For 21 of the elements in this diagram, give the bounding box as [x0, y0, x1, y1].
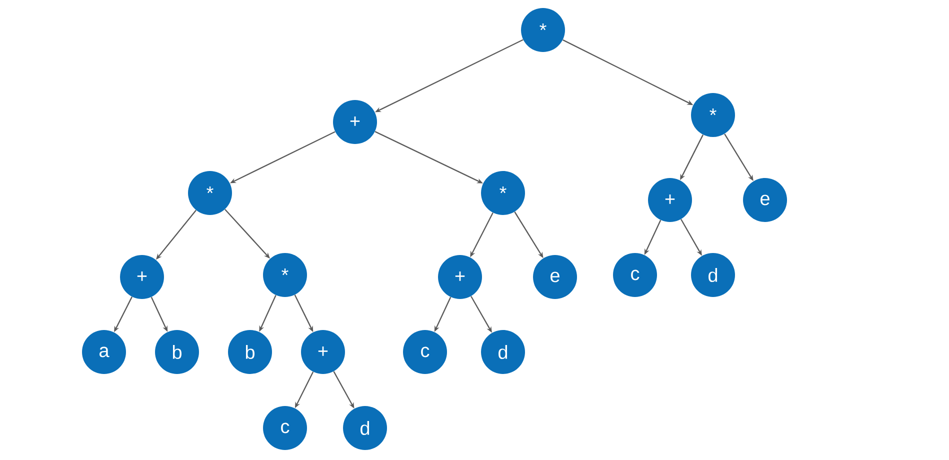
- tree-node: +: [438, 255, 482, 299]
- tree-node: *: [188, 171, 232, 215]
- tree-node: +: [120, 255, 164, 299]
- tree-node: +: [333, 100, 377, 144]
- tree-node: a: [82, 330, 126, 374]
- tree-node: +: [301, 330, 345, 374]
- tree-node: e: [743, 178, 788, 222]
- tree-node: *: [521, 8, 565, 52]
- tree-node: *: [691, 93, 735, 137]
- tree-node: +: [648, 178, 692, 222]
- tree-node: b: [228, 330, 272, 374]
- tree-node: c: [403, 330, 447, 374]
- tree-node: d: [691, 253, 735, 297]
- tree-node: *: [263, 253, 307, 297]
- tree-node: d: [343, 406, 387, 450]
- tree-node: c: [613, 253, 657, 297]
- tree-node: d: [481, 330, 525, 374]
- tree-node: *: [481, 171, 525, 215]
- tree-node: b: [155, 330, 199, 374]
- tree-node: e: [533, 255, 577, 299]
- tree-node: c: [263, 406, 307, 450]
